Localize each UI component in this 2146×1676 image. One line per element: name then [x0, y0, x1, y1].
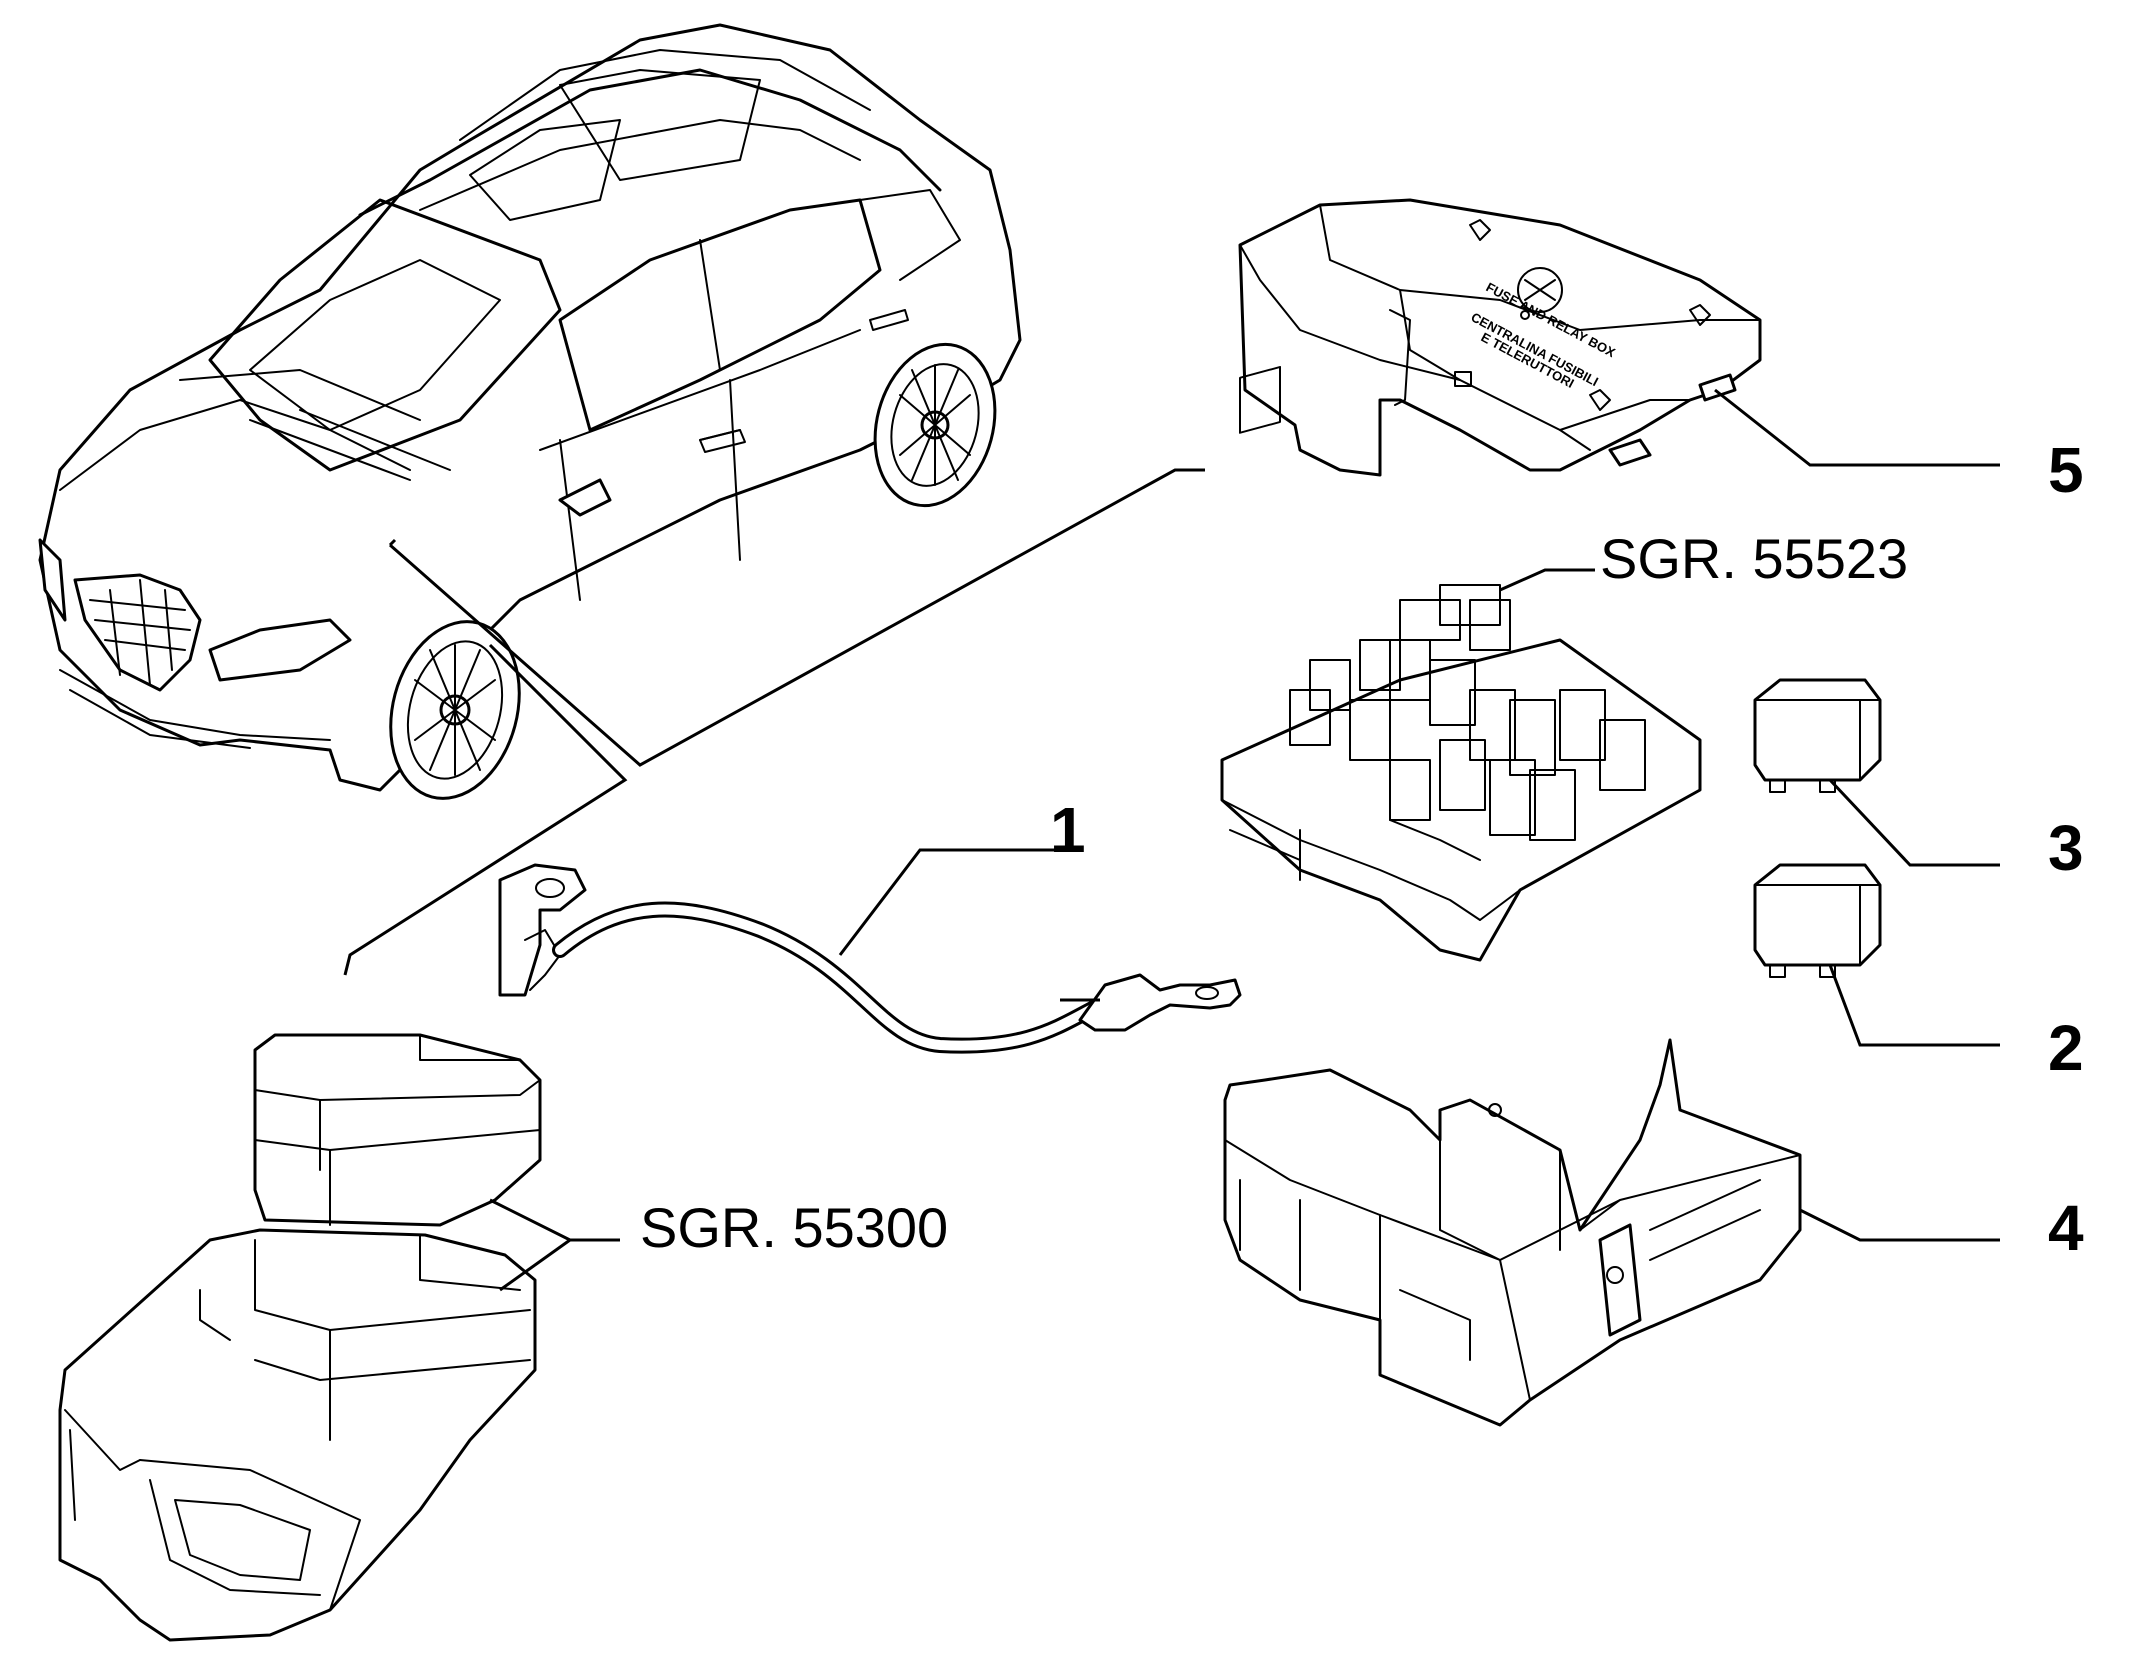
- car-illustration: [38, 23, 1022, 800]
- callout-3: 3: [2048, 812, 2084, 884]
- box-base: [1223, 1038, 1802, 1427]
- car-leader-lines: [343, 468, 1205, 976]
- callout-leaders: [489, 388, 2000, 1292]
- relay-box: [1220, 365, 1702, 962]
- ground-cable: [498, 863, 1242, 1054]
- callout-2: 2: [2048, 1012, 2084, 1084]
- ref-battery: SGR. 55300: [640, 1196, 948, 1259]
- battery-assembly: [58, 1033, 542, 1642]
- callout-1: 1: [1050, 794, 1086, 866]
- ref-relay-box: SGR. 55523: [1600, 527, 1908, 590]
- relay-part-3: [1753, 678, 1882, 793]
- fuse-box-cover: FUSE AND RELAY BOX CENTRALINA FUSIBILI E…: [1238, 198, 1762, 477]
- callout-4: 4: [2048, 1192, 2084, 1264]
- relay-part-2: [1753, 863, 1882, 978]
- callout-5: 5: [2048, 434, 2084, 506]
